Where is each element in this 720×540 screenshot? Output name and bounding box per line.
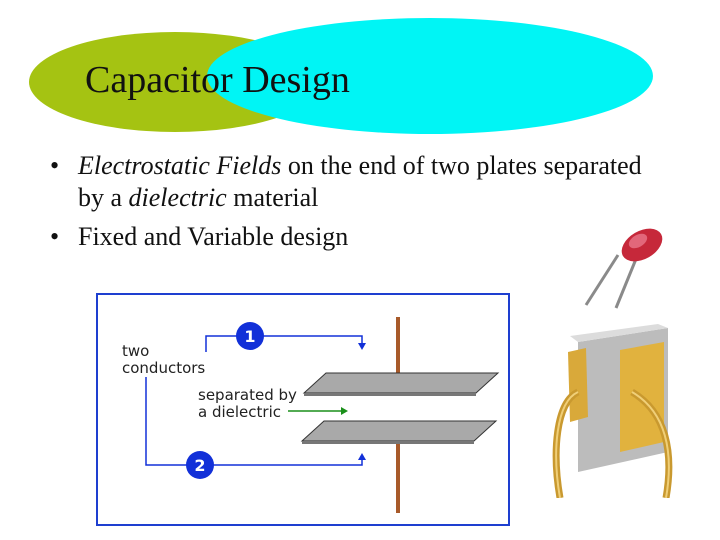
bullet-item-electrostatic: • Electrostatic Fields on the end of two… xyxy=(50,150,670,214)
small-ceramic-capacitor-photo xyxy=(578,215,686,310)
label-two-conductors: two conductors xyxy=(122,342,206,377)
bottom-plate-edge xyxy=(302,441,474,444)
title-background xyxy=(29,18,653,134)
capacitor-diagram: 1 2 two conductors separated by a dielec… xyxy=(96,293,510,526)
top-plate xyxy=(302,372,500,394)
bullet-marker: • xyxy=(50,222,60,251)
bullet-list: • Electrostatic Fields on the end of two… xyxy=(50,150,670,260)
connector-line-1 xyxy=(205,335,363,352)
slide-title: Capacitor Design xyxy=(85,59,350,101)
marker-2-circle xyxy=(186,451,214,479)
diagram-drawing: 1 2 xyxy=(145,317,500,513)
arrowhead-2 xyxy=(358,453,366,460)
label-separated-dielectric: separated by a dielectric xyxy=(198,386,297,421)
gold-plate-capacitor-photo xyxy=(548,322,688,498)
marker-1-label: 1 xyxy=(244,327,255,346)
bottom-plate xyxy=(300,420,498,442)
marker-2-label: 2 xyxy=(194,456,205,475)
connector-line-2 xyxy=(145,377,363,466)
title-ellipse-cyan xyxy=(207,18,653,134)
italic-term-dielectric: dielectric xyxy=(128,183,227,212)
arrowhead-1 xyxy=(358,343,366,350)
top-lead xyxy=(396,317,400,381)
italic-term-electrostatic: Electrostatic Fields xyxy=(78,151,282,180)
bullet-text-part: material xyxy=(226,183,319,212)
bullet-marker: • xyxy=(50,151,60,180)
dielectric-arrowhead xyxy=(341,407,348,415)
marker-1-circle xyxy=(236,322,264,350)
top-plate-edge xyxy=(304,393,476,396)
bullet-item-design: • Fixed and Variable design xyxy=(50,221,670,253)
bottom-lead xyxy=(396,443,400,513)
bullet-text-part: on the end of two plates separated by a xyxy=(78,151,642,212)
bullet-text: Fixed and Variable design xyxy=(78,222,349,251)
